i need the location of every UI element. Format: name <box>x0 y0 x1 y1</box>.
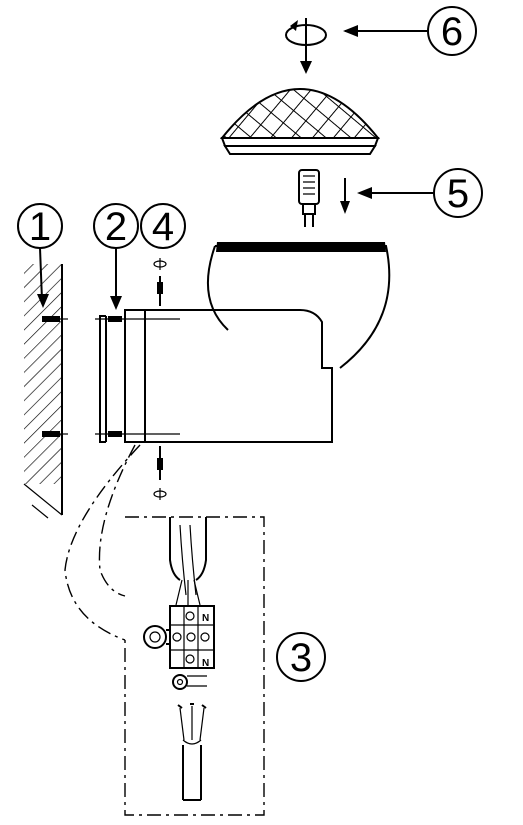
supply-cable-bottom <box>177 703 207 801</box>
terminal-block: N N <box>169 605 215 669</box>
callout-6: 6 <box>427 6 477 56</box>
arrow-icon <box>340 178 350 214</box>
arrow-icon <box>110 248 122 310</box>
terminal-label-bottom: N <box>202 658 209 669</box>
screw-icon <box>157 446 163 480</box>
mounting-bracket <box>95 315 180 443</box>
callout-1-label: 1 <box>29 205 51 249</box>
callout-4-label: 4 <box>152 205 174 249</box>
callout-6-label: 6 <box>441 10 463 54</box>
wall-icon <box>23 264 63 519</box>
glass-shade <box>219 88 381 155</box>
supply-cable-top <box>169 517 207 606</box>
terminal-label-top: N <box>202 613 209 624</box>
arrow-icon <box>357 187 433 199</box>
callout-4: 4 <box>140 203 186 249</box>
arrow-icon <box>343 25 427 37</box>
wiring-detail-box <box>124 516 265 816</box>
callout-2: 2 <box>93 203 139 249</box>
screw-icon <box>42 316 68 322</box>
rotate-icon <box>153 258 167 270</box>
glass-globe <box>206 242 391 369</box>
cable-route <box>64 444 141 641</box>
callout-3-label: 3 <box>290 636 312 680</box>
callout-5-label: 5 <box>447 172 469 216</box>
callout-3: 3 <box>276 632 326 682</box>
callout-2-label: 2 <box>105 205 127 249</box>
lamp-body <box>124 309 333 443</box>
bulb-icon <box>298 169 320 227</box>
ring-terminal <box>172 674 207 690</box>
callout-1: 1 <box>17 203 63 249</box>
earth-lug <box>143 625 170 649</box>
screw-icon <box>157 276 163 306</box>
rotate-icon <box>285 18 327 52</box>
screw-icon <box>42 431 68 437</box>
callout-5: 5 <box>433 168 483 218</box>
arrow-icon <box>300 52 312 74</box>
rotate-icon <box>153 488 167 500</box>
